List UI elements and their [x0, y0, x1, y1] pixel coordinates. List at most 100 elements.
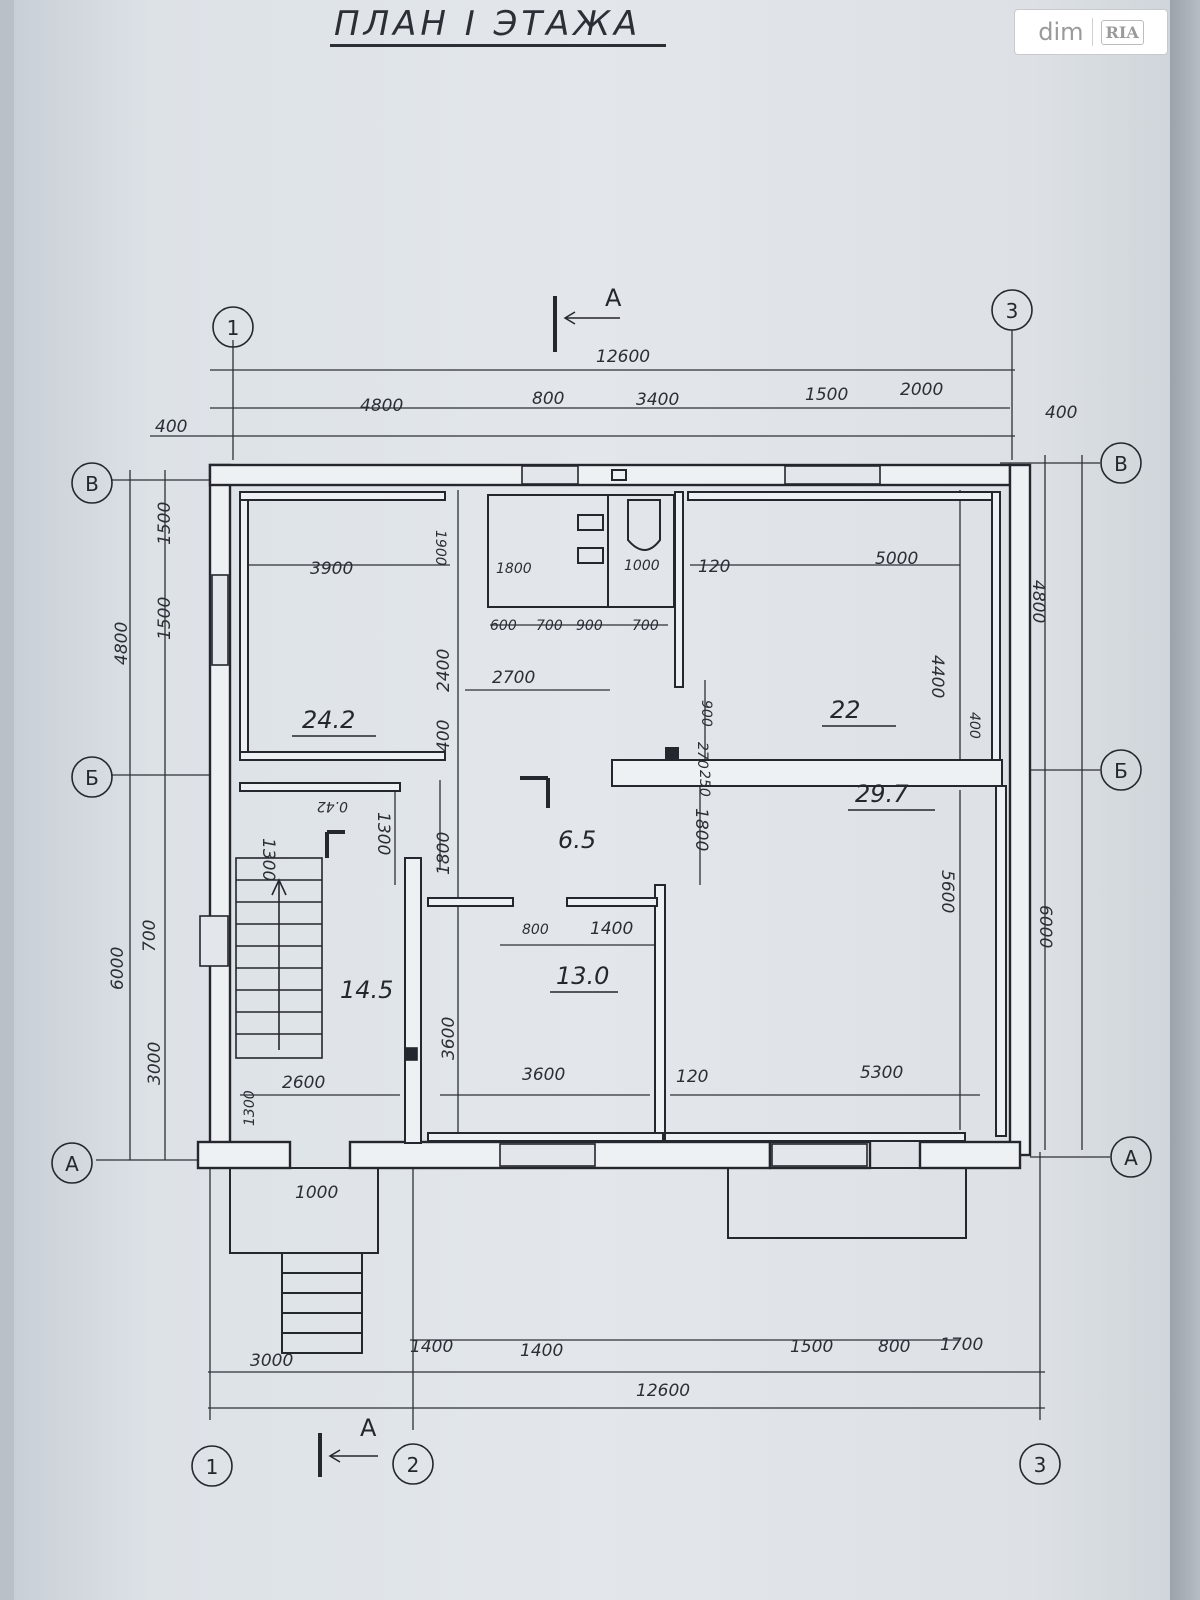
dim-left-700: 700 — [140, 920, 160, 952]
wall-right — [1008, 463, 1032, 1157]
dim-inner-3900: 3900 — [310, 559, 353, 579]
dim-inner-1900: 1900 — [432, 530, 448, 566]
dim-inner-1300-c: 1300 — [242, 1090, 258, 1126]
window-left-2 — [199, 915, 229, 967]
wall-top — [208, 463, 1012, 487]
dim-inner-5000: 5000 — [875, 549, 918, 569]
dim-inner-1000: 1000 — [624, 558, 660, 574]
title-underline — [330, 44, 666, 47]
plan-title: ПЛАН I ЭТАЖА — [334, 4, 642, 44]
dim-inner-250: 250 — [696, 770, 712, 797]
logo-separator — [1091, 18, 1093, 46]
dim-inner-600: 600 — [490, 618, 517, 634]
axis-bubble-2-bottom — [392, 1443, 434, 1485]
dim-bottom-800: 800 — [878, 1337, 910, 1357]
vent-icon — [611, 469, 627, 481]
dim-inner-3600-h: 3600 — [522, 1065, 565, 1085]
room-areas: 24.2 22 6.5 29.7 14.5 13.0 — [302, 696, 909, 1004]
axis-label-v-left: В — [85, 472, 99, 496]
bathroom-outline — [487, 494, 609, 608]
wall-stair-right — [404, 857, 422, 1144]
axis-bubble-3-bottom — [1019, 1443, 1061, 1485]
dim-left-1500-b: 1500 — [155, 597, 175, 640]
section-marks — [318, 296, 557, 1477]
sink-icon — [577, 514, 604, 531]
dim-inner-1300-a: 1300 — [258, 838, 278, 881]
dim-left-4800: 4800 — [112, 622, 132, 665]
dim-inner-400-right: 400 — [966, 712, 982, 739]
axis-label-1-bottom: 1 — [206, 1455, 219, 1479]
axis-bubble-b-left — [71, 756, 113, 798]
window-bottom-1 — [499, 1143, 596, 1167]
room-area-stair-hall: 14.5 — [340, 976, 393, 1004]
dim-inner-1300-b: 1300 — [373, 812, 393, 855]
dim-inner-900: 900 — [576, 618, 603, 634]
dim-inner-120-top: 120 — [698, 557, 730, 577]
porch-platform — [229, 1167, 379, 1254]
toilet-room-outline — [607, 494, 675, 608]
wall-room13-bottom — [427, 1132, 664, 1142]
dimria-logo: dim RIA — [1014, 9, 1168, 55]
dim-top-3400: 3400 — [636, 390, 679, 410]
room-area-room-right: 22 — [830, 696, 861, 724]
windows — [199, 465, 881, 1167]
terrace — [727, 1167, 967, 1239]
dim-bottom-1700: 1700 — [940, 1335, 983, 1355]
dim-inner-1800-hall: 1800 — [434, 832, 454, 875]
wall-hall-right — [566, 897, 658, 907]
dim-inner-042: 0.42 — [317, 798, 348, 814]
wall-room2-right — [991, 491, 1001, 761]
dim-top-1500: 1500 — [805, 385, 848, 405]
dim-total-bottom: 12600 — [636, 1381, 690, 1401]
dimension-texts: 12600 400 4800 800 3400 1500 2000 400 30… — [108, 347, 1077, 1401]
wall-room1-bottom — [239, 751, 446, 761]
window-left-1 — [211, 574, 229, 666]
wall-room-large-right — [995, 785, 1007, 1137]
area-underlines — [292, 725, 935, 993]
axis-bubble-a-left — [51, 1142, 93, 1184]
dim-right-6000: 6000 — [1035, 905, 1055, 948]
axis-label-a-left: А — [65, 1152, 79, 1176]
interior-walls — [239, 491, 1007, 1144]
axis-label-v-right: В — [1114, 452, 1128, 476]
axis-bubble-v-left — [71, 462, 113, 504]
wall-hall-left — [427, 897, 514, 907]
dim-inner-2700: 2700 — [492, 668, 535, 688]
dim-inner-900-v: 900 — [698, 700, 714, 727]
dim-inner-4400: 4400 — [927, 655, 947, 698]
wall-bottom-left — [196, 1140, 292, 1170]
dim-left-6000: 6000 — [108, 947, 128, 990]
axis-bubbles — [51, 289, 1152, 1487]
window-top-2 — [784, 465, 881, 485]
axis-label-3-top: 3 — [1006, 299, 1019, 323]
room-area-hall: 6.5 — [558, 826, 596, 854]
axis-bubble-v-right — [1100, 442, 1142, 484]
wall-room1-top — [239, 491, 446, 501]
dim-top-2000: 2000 — [900, 380, 943, 400]
dim-inner-700-b: 700 — [632, 618, 659, 634]
logo-ria-mark: RIA — [1100, 19, 1144, 45]
sheet-edge — [1170, 0, 1200, 1600]
wall-room1-left — [239, 491, 249, 761]
wall-left — [208, 463, 232, 1157]
wall-stair-top — [239, 782, 401, 792]
axis-label-2-bottom: 2 — [407, 1453, 420, 1477]
dim-left-3000: 3000 — [145, 1042, 165, 1085]
wall-mid-horizontal — [611, 759, 1003, 787]
dim-bottom-1400-b: 1400 — [520, 1341, 563, 1361]
dim-inner-1800-v: 1800 — [691, 808, 711, 851]
dim-inner-3600-v: 3600 — [439, 1017, 459, 1060]
section-label-top: А — [605, 284, 622, 312]
drawing-sheet — [14, 0, 1172, 1600]
dim-porch: 1000 — [295, 1183, 338, 1203]
axis-bubble-1-top — [212, 306, 254, 348]
dim-right-4800: 4800 — [1028, 580, 1048, 623]
axis-bubble-a-right — [1110, 1136, 1152, 1178]
dim-inner-700-a: 700 — [536, 618, 563, 634]
bathroom-fixtures — [487, 469, 679, 761]
dim-inner-120-bottom: 120 — [676, 1067, 708, 1087]
dim-inner-1800: 1800 — [496, 561, 532, 577]
section-arrows — [328, 311, 620, 1463]
dim-total-top: 12600 — [596, 347, 650, 367]
dim-left-1500-a: 1500 — [155, 502, 175, 545]
